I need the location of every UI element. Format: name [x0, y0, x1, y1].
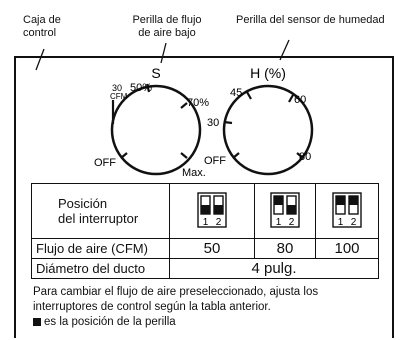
switch-2-knob: [214, 204, 223, 214]
humidity-tick-30: [223, 120, 233, 125]
control-box-callout-line2: control: [23, 27, 57, 39]
switch-1-knob: [336, 195, 345, 205]
low-airflow-dial-knob[interactable]: [110, 84, 202, 176]
humidity-label-60: 60: [294, 94, 306, 106]
low-airflow-label-30: 30: [112, 83, 122, 93]
low-airflow-tick-50: [145, 83, 151, 93]
switch-position-header-line2: del interruptor: [58, 211, 139, 226]
low-airflow-tick-max: [180, 152, 188, 159]
humidity-tick-45: [246, 91, 252, 100]
humidity-tick-80: [296, 152, 304, 159]
humidity-dial-title: H (%): [250, 65, 286, 81]
switch-number-2: 2: [351, 217, 357, 228]
low-airflow-knob-callout-line2: de aire bajo: [138, 27, 196, 39]
low-airflow-label-off: OFF: [94, 157, 116, 169]
airflow-value-3: 100: [315, 238, 379, 259]
switch-position-row: Posición del interruptor 1 2 1: [31, 183, 379, 239]
duct-row-value: 4 pulg.: [169, 258, 379, 279]
humidity-dial-knob[interactable]: [222, 84, 314, 176]
switch-number-2: 2: [289, 217, 295, 228]
switch-cell-100: 1 2: [315, 183, 379, 239]
legend-text: es la posición de la perilla: [44, 316, 176, 328]
humidity-label-30: 30: [207, 117, 219, 129]
low-airflow-label-max: Max.: [182, 167, 206, 179]
airflow-row-label: Flujo de aire (CFM): [31, 238, 170, 259]
switch-position-header: Posición del interruptor: [31, 183, 170, 239]
low-airflow-knob-callout-line1: Perilla de flujo: [132, 14, 202, 26]
airflow-row: Flujo de aire (CFM) 50 80 100: [31, 238, 379, 259]
control-box-frame: [14, 56, 394, 338]
low-airflow-label-cfm: CFM: [110, 92, 128, 101]
switch-position-table: Posición del interruptor 1 2 1: [31, 183, 379, 279]
low-airflow-knob-callout: Perilla de flujo de aire bajo: [122, 14, 212, 40]
switch-1-knob: [274, 195, 283, 205]
switch-number-1: 1: [203, 217, 209, 228]
switch-number-1: 1: [276, 217, 282, 228]
switch-number-2: 2: [216, 217, 222, 228]
humidity-knob-callout: Perilla del sensor de humedad: [236, 14, 385, 26]
low-airflow-label-70: 70%: [187, 97, 209, 109]
humidity-label-80: 80: [299, 151, 311, 163]
low-airflow-tick-70: [180, 102, 188, 109]
dip-switch-icon-100: 1 2: [332, 191, 362, 228]
knob-position-legend-icon: [33, 318, 41, 326]
dip-switch-icon-80: 1 2: [270, 191, 300, 228]
instruction-note: Para cambiar el flujo de aire preselecci…: [33, 285, 388, 330]
humidity-tick-off: [232, 152, 240, 159]
switch-1-knob: [201, 204, 210, 214]
switch-2-knob: [287, 204, 296, 214]
dip-switch-icon-50: 1 2: [197, 191, 227, 228]
humidity-tick-60: [288, 94, 294, 103]
low-airflow-label-50: 50%: [130, 82, 152, 94]
switch-cell-50: 1 2: [169, 183, 255, 239]
switch-2-knob: [349, 195, 358, 205]
control-box-callout: Caja de control: [23, 14, 61, 40]
low-airflow-leader: [160, 42, 167, 64]
airflow-value-1: 50: [169, 238, 255, 259]
humidity-label-45: 45: [230, 87, 242, 99]
control-box-leader: [35, 48, 45, 71]
humidity-label-off: OFF: [204, 155, 226, 167]
switch-number-1: 1: [338, 217, 344, 228]
instruction-line2: interruptores de control según la tabla …: [33, 301, 271, 313]
legend-line: es la posición de la perilla: [33, 315, 388, 330]
duct-row-label: Diámetro del ducto: [31, 258, 170, 279]
switch-position-header-line1: Posición: [58, 196, 108, 211]
low-airflow-dial-title: S: [151, 65, 160, 81]
low-airflow-tick-off: [120, 152, 128, 159]
airflow-value-2: 80: [254, 238, 316, 259]
control-box-callout-line1: Caja de: [23, 14, 61, 26]
duct-row: Diámetro del ducto 4 pulg.: [31, 258, 379, 279]
instruction-line1: Para cambiar el flujo de aire preselecci…: [33, 286, 319, 298]
switch-cell-80: 1 2: [254, 183, 316, 239]
